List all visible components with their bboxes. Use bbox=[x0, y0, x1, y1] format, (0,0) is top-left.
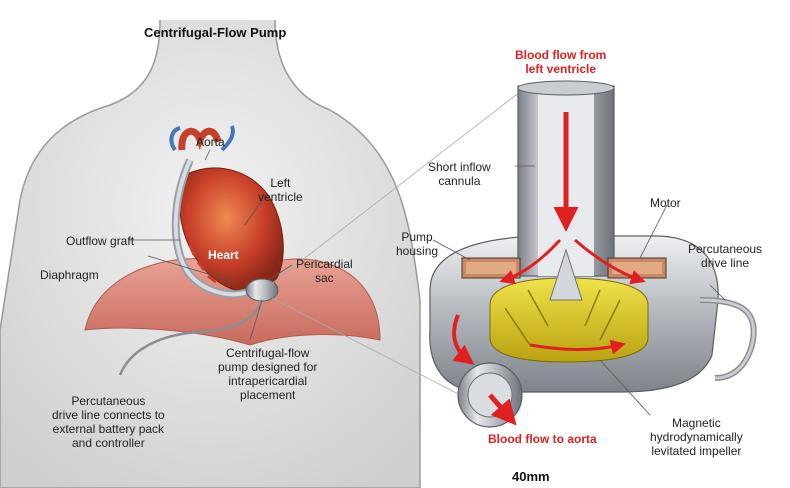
label-drive-line: Percutaneous drive line connects to exte… bbox=[52, 394, 165, 450]
label-diaphragm: Diaphragm bbox=[40, 268, 99, 282]
label-flow-out: Blood flow to aorta bbox=[488, 432, 597, 446]
label-motor: Motor bbox=[650, 196, 681, 210]
label-aorta: Aorta bbox=[196, 135, 225, 149]
figure-title: Centrifugal-Flow Pump bbox=[144, 26, 286, 40]
label-outflow-graft: Outflow graft bbox=[66, 234, 134, 248]
label-impeller: Magnetic hydrodynamically levitated impe… bbox=[650, 416, 743, 458]
label-pump-housing: Pump housing bbox=[396, 230, 438, 258]
label-perc-drive-line: Percutaneous drive line bbox=[688, 242, 762, 270]
scale-label: 40mm bbox=[512, 470, 550, 484]
label-pericardial-sac: Pericardial sac bbox=[296, 257, 353, 285]
label-heart: Heart bbox=[208, 248, 239, 262]
label-left-ventricle: Left ventricle bbox=[258, 176, 303, 204]
label-pump-placement: Centrifugal-flow pump designed for intra… bbox=[218, 346, 317, 402]
label-flow-in: Blood flow from left ventricle bbox=[515, 48, 606, 76]
label-inflow-cannula: Short inflow cannula bbox=[428, 160, 491, 188]
